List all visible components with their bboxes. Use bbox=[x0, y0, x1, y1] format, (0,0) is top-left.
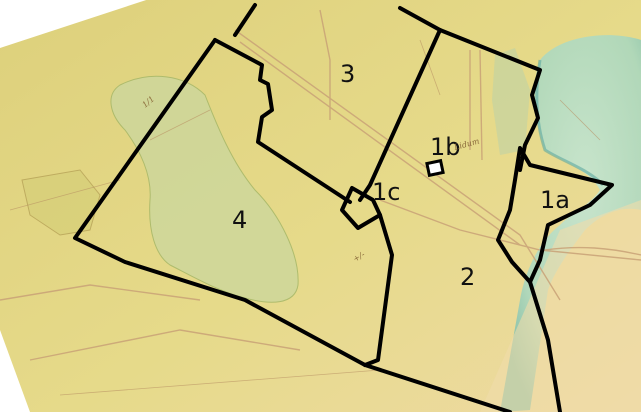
label-parcel-1b: 1b bbox=[430, 133, 461, 161]
parcel-boundaries bbox=[73, 3, 614, 412]
boundary-parcel-4 bbox=[73, 38, 512, 412]
label-parcel-4: 4 bbox=[232, 206, 247, 234]
boundary-1c bbox=[340, 186, 382, 230]
boundary-east bbox=[528, 280, 562, 412]
roads bbox=[0, 9, 641, 361]
boundary-3-4-west bbox=[213, 38, 352, 204]
boundary-3-top bbox=[233, 3, 257, 37]
field-lines bbox=[9, 39, 601, 396]
hedge-strip bbox=[492, 48, 530, 155]
label-parcel-1a: 1a bbox=[540, 186, 570, 214]
label-parcel-1c: 1c bbox=[372, 178, 400, 206]
parcel-1b-building bbox=[425, 158, 445, 178]
boundary-parcel-1a bbox=[496, 146, 614, 284]
sheet-join-band bbox=[480, 200, 641, 412]
boundary-2-east bbox=[363, 213, 394, 367]
small-field-left bbox=[21, 169, 101, 236]
wetland-area bbox=[110, 75, 299, 303]
label-parcel-3: 3 bbox=[340, 60, 355, 88]
label-parcel-2: 2 bbox=[460, 263, 475, 291]
